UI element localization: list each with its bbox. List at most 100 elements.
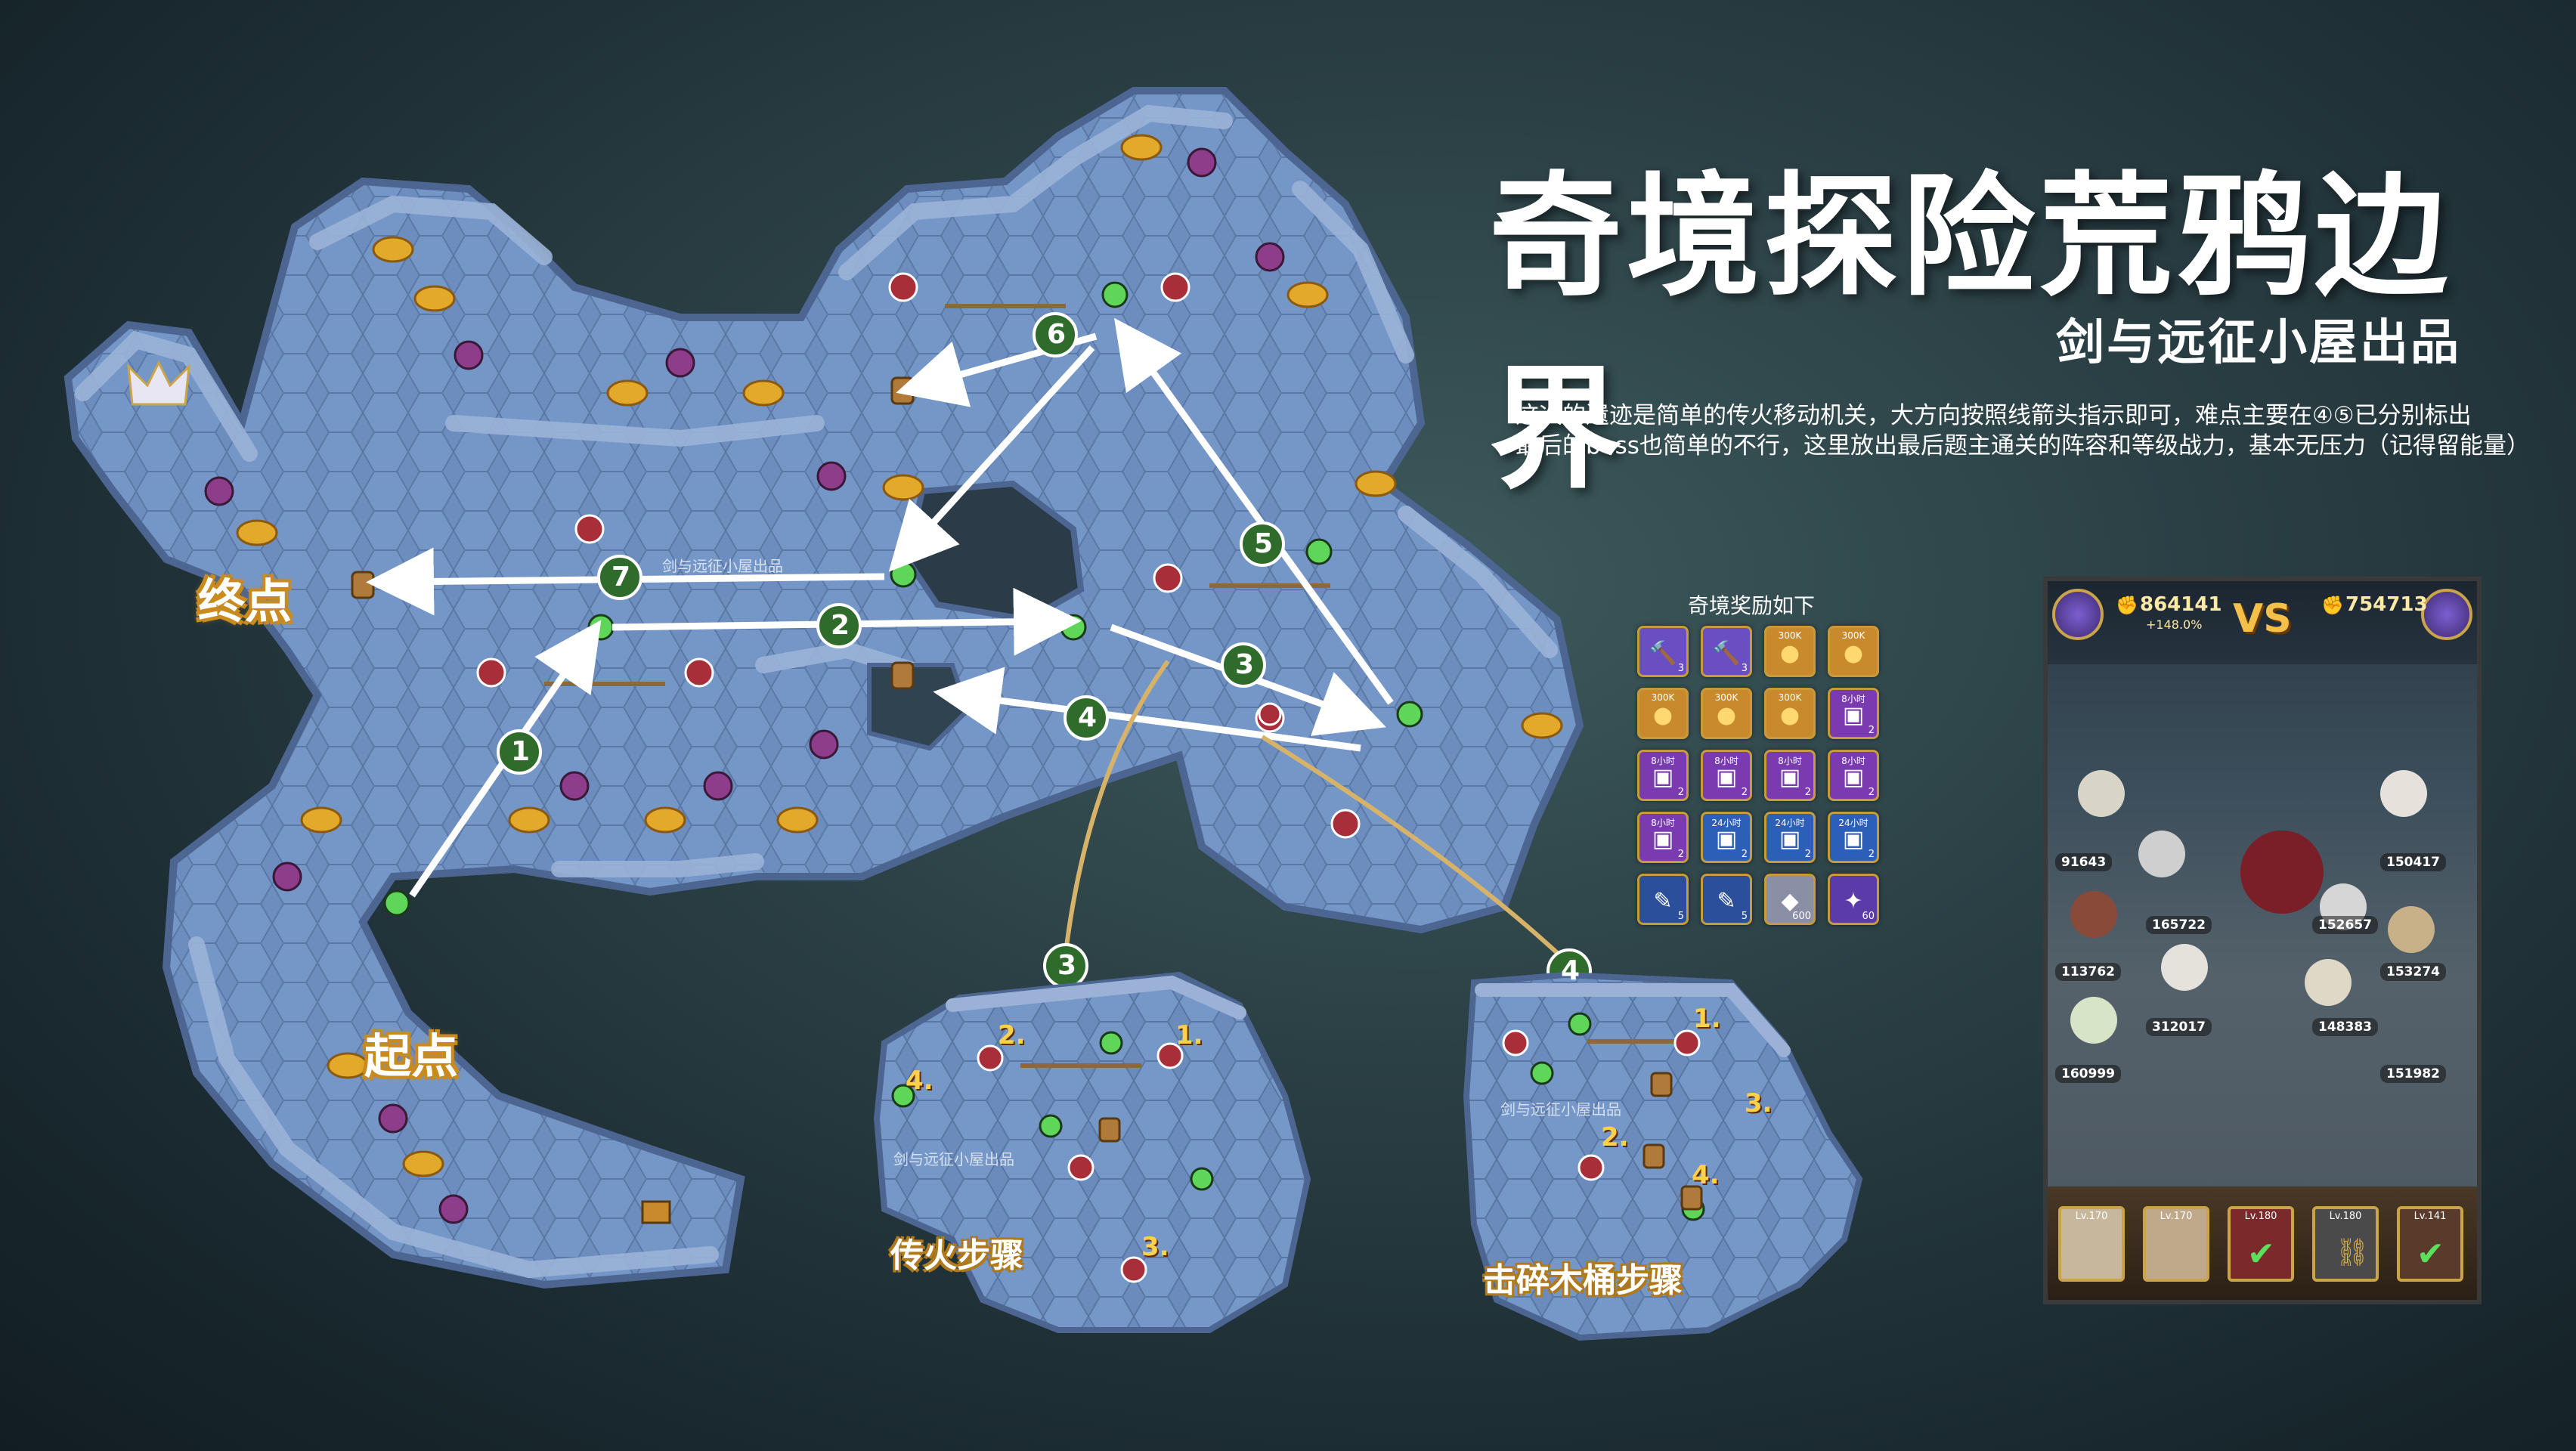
unit-power-left: 165722 [2146,916,2212,934]
reward-item: ●300K [1764,626,1816,677]
enemy-camp-icon [665,348,695,378]
reward-tag: 300K [1651,692,1675,703]
chest-icon: ▣ [1652,826,1674,852]
fire-pedestal-icon [476,657,506,688]
team-card[interactable]: Lv.170 [2143,1206,2209,1282]
treasure-chest-icon [641,1200,671,1224]
hero-avatar [2305,959,2352,1006]
inset-3-caption: 传火步骤 [890,1236,1023,1275]
hammer-icon: 🔨 [1649,640,1677,667]
team-bar: Lv.170 Lv.170 Lv.180✔ Lv.180⛓ Lv.141✔ [2048,1186,2477,1300]
inset-4-step-3: 3. [1745,1088,1773,1118]
unit-power-left: 160999 [2055,1065,2121,1083]
unit-power-right: 152657 [2312,916,2378,934]
reward-tag: 300K [1778,692,1802,703]
map-watermark: 剑与远征小屋出品 [662,557,783,575]
fire-pedestal-icon [1067,1154,1094,1181]
flame-brazier-icon [1190,1167,1214,1191]
reward-count: 2 [1741,787,1748,798]
fist-icon: ✊ [2321,595,2344,616]
fire-pedestal-icon [1673,1029,1701,1057]
reward-item: ●300K [1701,688,1752,739]
enemy-camp-icon [816,461,847,491]
step-marker-1 [497,729,542,775]
gold-coin-icon: ● [1843,640,1864,667]
gold-coin-icon: ● [1779,702,1800,729]
unit-power-right: 150417 [2380,853,2446,871]
step-marker-6 [1033,312,1078,357]
reward-count: 3 [1741,663,1748,674]
description: 这次的遗迹是简单的传火移动机关，大方向按照线箭头指示即可，难点主要在④⑤已分别标… [1516,401,2551,461]
step-number-1: 1 [511,736,531,767]
step-marker-4 [1064,695,1109,741]
route-step-markers [497,312,1592,994]
gold-pile-icon [402,1150,444,1177]
inset-4-step-4: 4. [1692,1160,1720,1190]
inset-badge-4-label: 4 [1561,955,1581,986]
step-number-7: 7 [611,562,631,592]
map-floor [63,87,1584,1289]
wall-ridge [75,330,258,462]
gold-pile-icon [300,806,342,834]
fire-pedestal-icon [1577,1154,1605,1181]
inset-map-3 [873,971,1311,1333]
enemy-camp-icon [454,340,484,370]
step-marker-3 [1221,642,1266,688]
team-card[interactable]: Lv.180⛓ [2312,1206,2379,1282]
inset-3-step-1: 1. [1175,1020,1203,1050]
chest-icon: ▣ [1842,764,1865,790]
wall-ridge [551,853,764,877]
hero-avatar [2161,944,2208,991]
route-arrow-4 [933,667,1361,752]
enemy-camp-icon [1187,147,1217,178]
barrel-icon [890,376,915,405]
inset-map-4 [1463,971,1863,1341]
callout-lines [1064,660,1567,962]
unit-power-right: 148383 [2312,1018,2378,1036]
unit-power-left: 312017 [2146,1018,2212,1036]
enemy-camp-icon [438,1194,469,1224]
enemy-camp-icon [378,1103,408,1134]
reward-count: 2 [1741,849,1748,860]
flame-brazier-icon [1568,1012,1592,1036]
flame-brazier-icon [1530,1061,1554,1085]
right-faction-emblem-icon [2421,589,2472,640]
reward-count: 5 [1741,911,1748,922]
inset-4-step-2: 2. [1601,1122,1629,1152]
wall-ridge [838,104,1233,280]
flame-brazier-icon [1101,281,1129,308]
reward-item: ✎5 [1637,874,1689,925]
wall-ridge [445,415,825,447]
gold-pile-icon [1521,712,1563,739]
vs-label: VS [2233,596,2292,642]
gold-pile-icon [882,474,924,501]
page-subtitle: 剑与远征小屋出品 [2056,315,2461,371]
start-point-label: 起点 [364,1029,459,1084]
flame-brazier-icon [587,614,615,641]
hammer-icon: 🔨 [1712,640,1741,667]
fire-pedestal-icon [1156,1042,1184,1069]
team-card[interactable]: Lv.180✔ [2228,1206,2294,1282]
checkmark-icon: ✔ [2417,1235,2444,1273]
team-card[interactable]: Lv.170 [2058,1206,2125,1282]
fist-icon: ✊ [2116,595,2138,616]
rewards-title: 奇境奖励如下 [1688,593,1816,618]
barrel-icon [1650,1072,1673,1097]
link-icon: ⛓ [2335,1237,2370,1268]
team-card[interactable]: Lv.141✔ [2397,1206,2463,1282]
dust-icon: ✦ [1844,888,1863,914]
barrel-icon [1643,1143,1665,1169]
reward-tag: 8小时 [1714,756,1738,766]
enemy-camp-icon [703,771,733,801]
page-title: 奇境探险荒鸦边界 [1489,159,2453,507]
main-map [63,87,1584,1289]
gold-pile-icon [742,379,785,407]
barrel-icon [1098,1117,1121,1143]
description-line-2: 最后的boss也简单的不行，这里放出最后题主通关的阵容和等级战力，基本无压力（记… [1516,432,2530,459]
reward-count: 60 [1862,911,1875,922]
